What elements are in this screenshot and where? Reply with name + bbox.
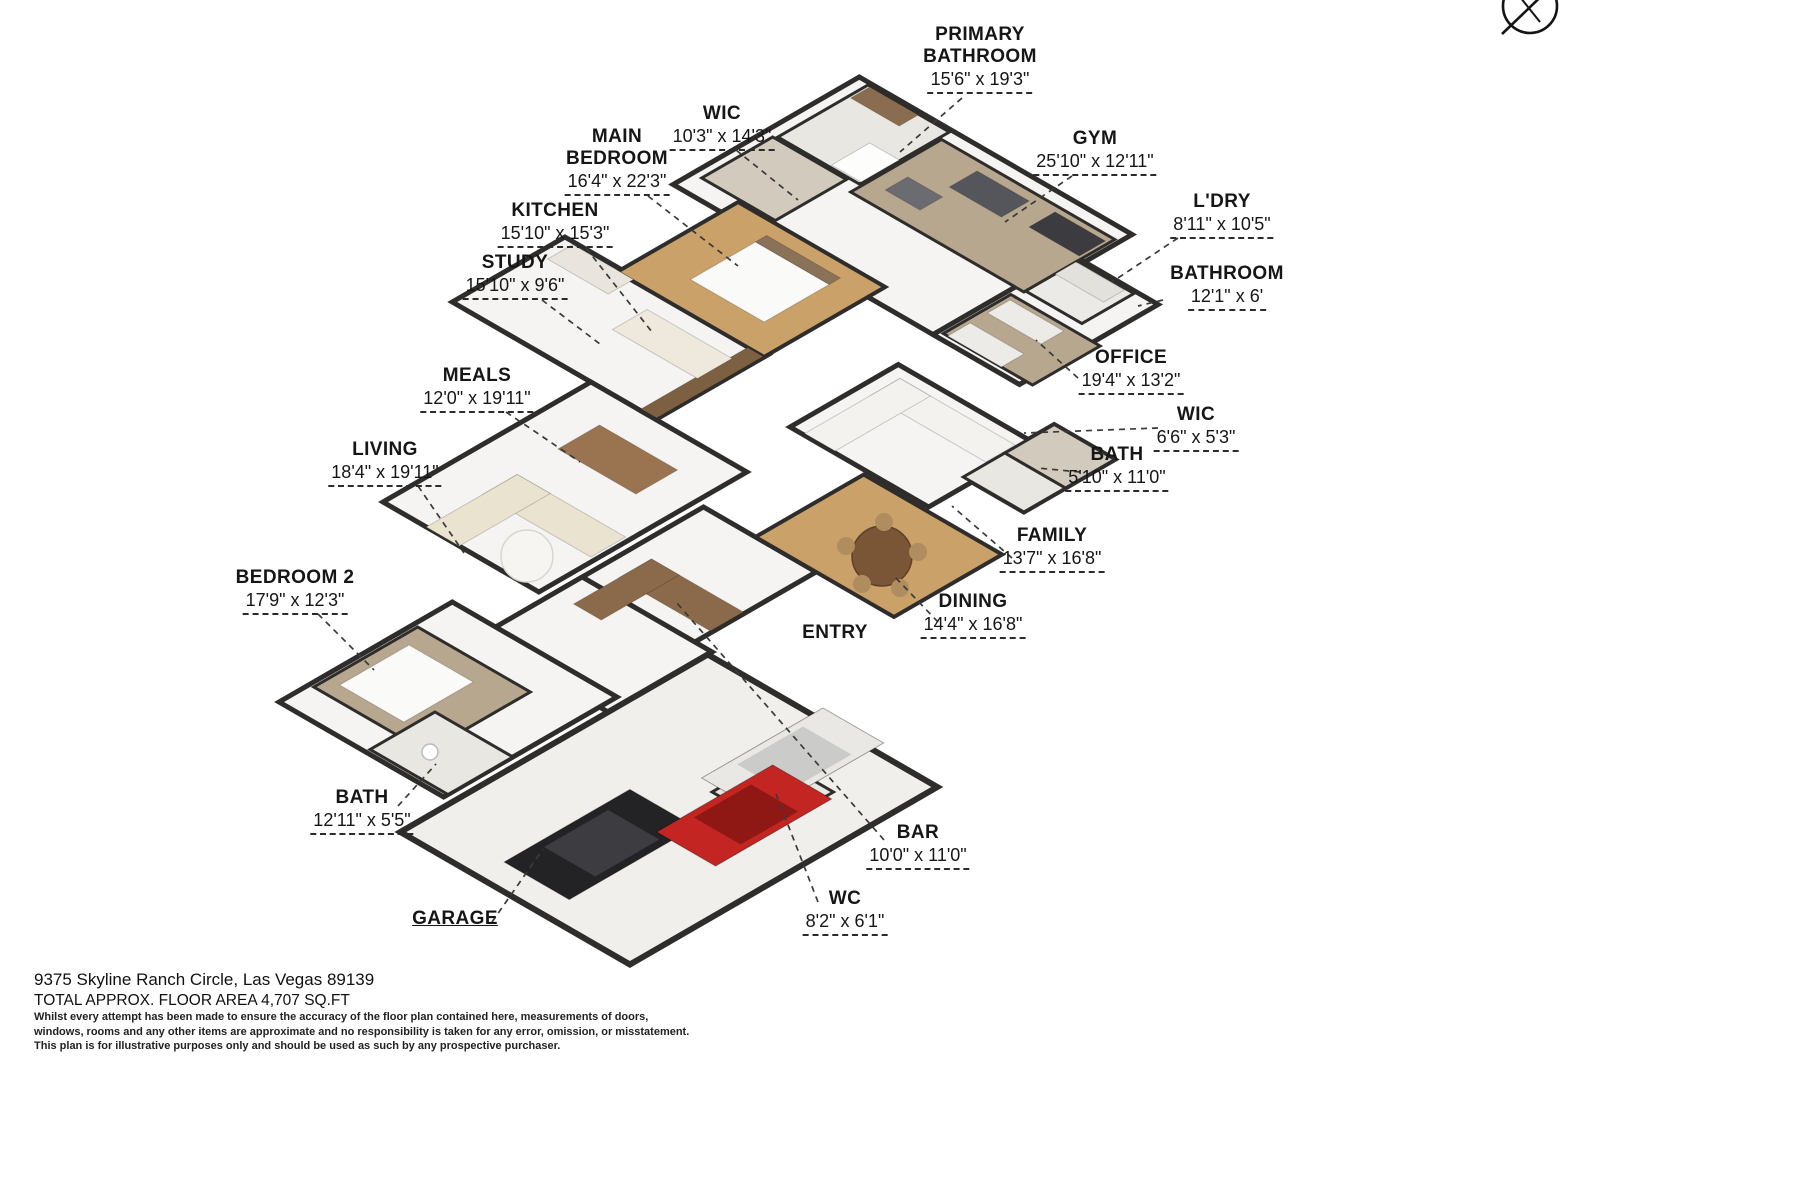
leader-line-kitchen (585, 247, 653, 333)
leader-line-family (951, 505, 1013, 559)
leader-line-wic-2 (1023, 427, 1159, 434)
leader-line-primary-bathroom (899, 97, 963, 153)
car-roof-red-car (693, 784, 798, 845)
furniture-bed-main (689, 241, 830, 323)
leader-line-wic-1 (735, 149, 799, 201)
leader-line-ldry (1111, 237, 1179, 283)
furniture-family-sofa-leg (803, 377, 932, 452)
furniture-bed-2 (338, 644, 475, 723)
footer: 9375 Skyline Ranch Circle, Las Vegas 891… (34, 970, 689, 1054)
leader-line-living (417, 485, 465, 554)
disclaimer-line-2: windows, rooms and any other items are a… (34, 1025, 690, 1038)
furniture-gym-treadmill (1028, 211, 1107, 257)
leader-line-bath-2 (397, 763, 437, 807)
room-meals-living (377, 379, 752, 595)
leader-line-bedroom-2 (317, 613, 375, 671)
furniture-gym-machine (948, 170, 1031, 218)
fixture-dining-chair-2 (853, 575, 871, 593)
leader-line-garage (491, 848, 544, 923)
furniture-kitchen-counter (640, 346, 765, 419)
fixture-dining-chair-4 (909, 543, 927, 561)
room-ldry-room (1022, 259, 1137, 326)
furniture-living-sofa-leg (425, 473, 552, 547)
leader-line-bar (675, 601, 885, 841)
room-bath-right-room (960, 451, 1069, 514)
room-gym-room (847, 137, 1118, 294)
furniture-primary-bath-tub (830, 142, 901, 183)
room-wic-main-room (698, 135, 850, 223)
furniture-laundry-unit (1054, 261, 1126, 303)
furniture-study-desk (546, 243, 635, 295)
leader-line-wc (775, 793, 819, 903)
leader-line-meals (505, 411, 581, 463)
leader-line-study (541, 299, 601, 345)
leader-line-main-bedroom (647, 195, 739, 267)
furniture-gym-bench (884, 176, 944, 211)
leader-line-office (1035, 339, 1079, 379)
fixture-dining-chair-3 (891, 579, 909, 597)
compass-icon (1501, 0, 1559, 35)
fixture-dining-chair-5 (875, 513, 893, 531)
floor-area-line: TOTAL APPROX. FLOOR AREA 4,707 SQ.FT (34, 992, 350, 1009)
furniture-bar-counter-b (572, 558, 681, 621)
fixture-living-round-table (500, 529, 554, 583)
leader-line-bath-1 (1036, 467, 1081, 473)
fixture-bath2-toilet (421, 743, 439, 761)
room-bath2-room (367, 710, 516, 797)
fixture-dining-chair-1 (837, 537, 855, 555)
address-line: 9375 Skyline Ranch Circle, Las Vegas 891… (34, 970, 375, 989)
furniture-meals-table (557, 424, 679, 495)
disclaimer-line-3: This plan is for illustrative purposes o… (34, 1040, 561, 1052)
leader-line-bathroom (1137, 299, 1164, 307)
leader-line-gym (1004, 175, 1073, 223)
furniture-office-desk-1 (986, 299, 1065, 345)
disclaimer-line-1: Whilst every attempt has been made to en… (34, 1011, 649, 1023)
furniture-kitchen-island (611, 308, 733, 380)
furniture-office-desk-2 (946, 322, 1025, 368)
furniture-primary-bath-vanity (849, 86, 920, 127)
car-roof-black-suv (544, 810, 660, 877)
